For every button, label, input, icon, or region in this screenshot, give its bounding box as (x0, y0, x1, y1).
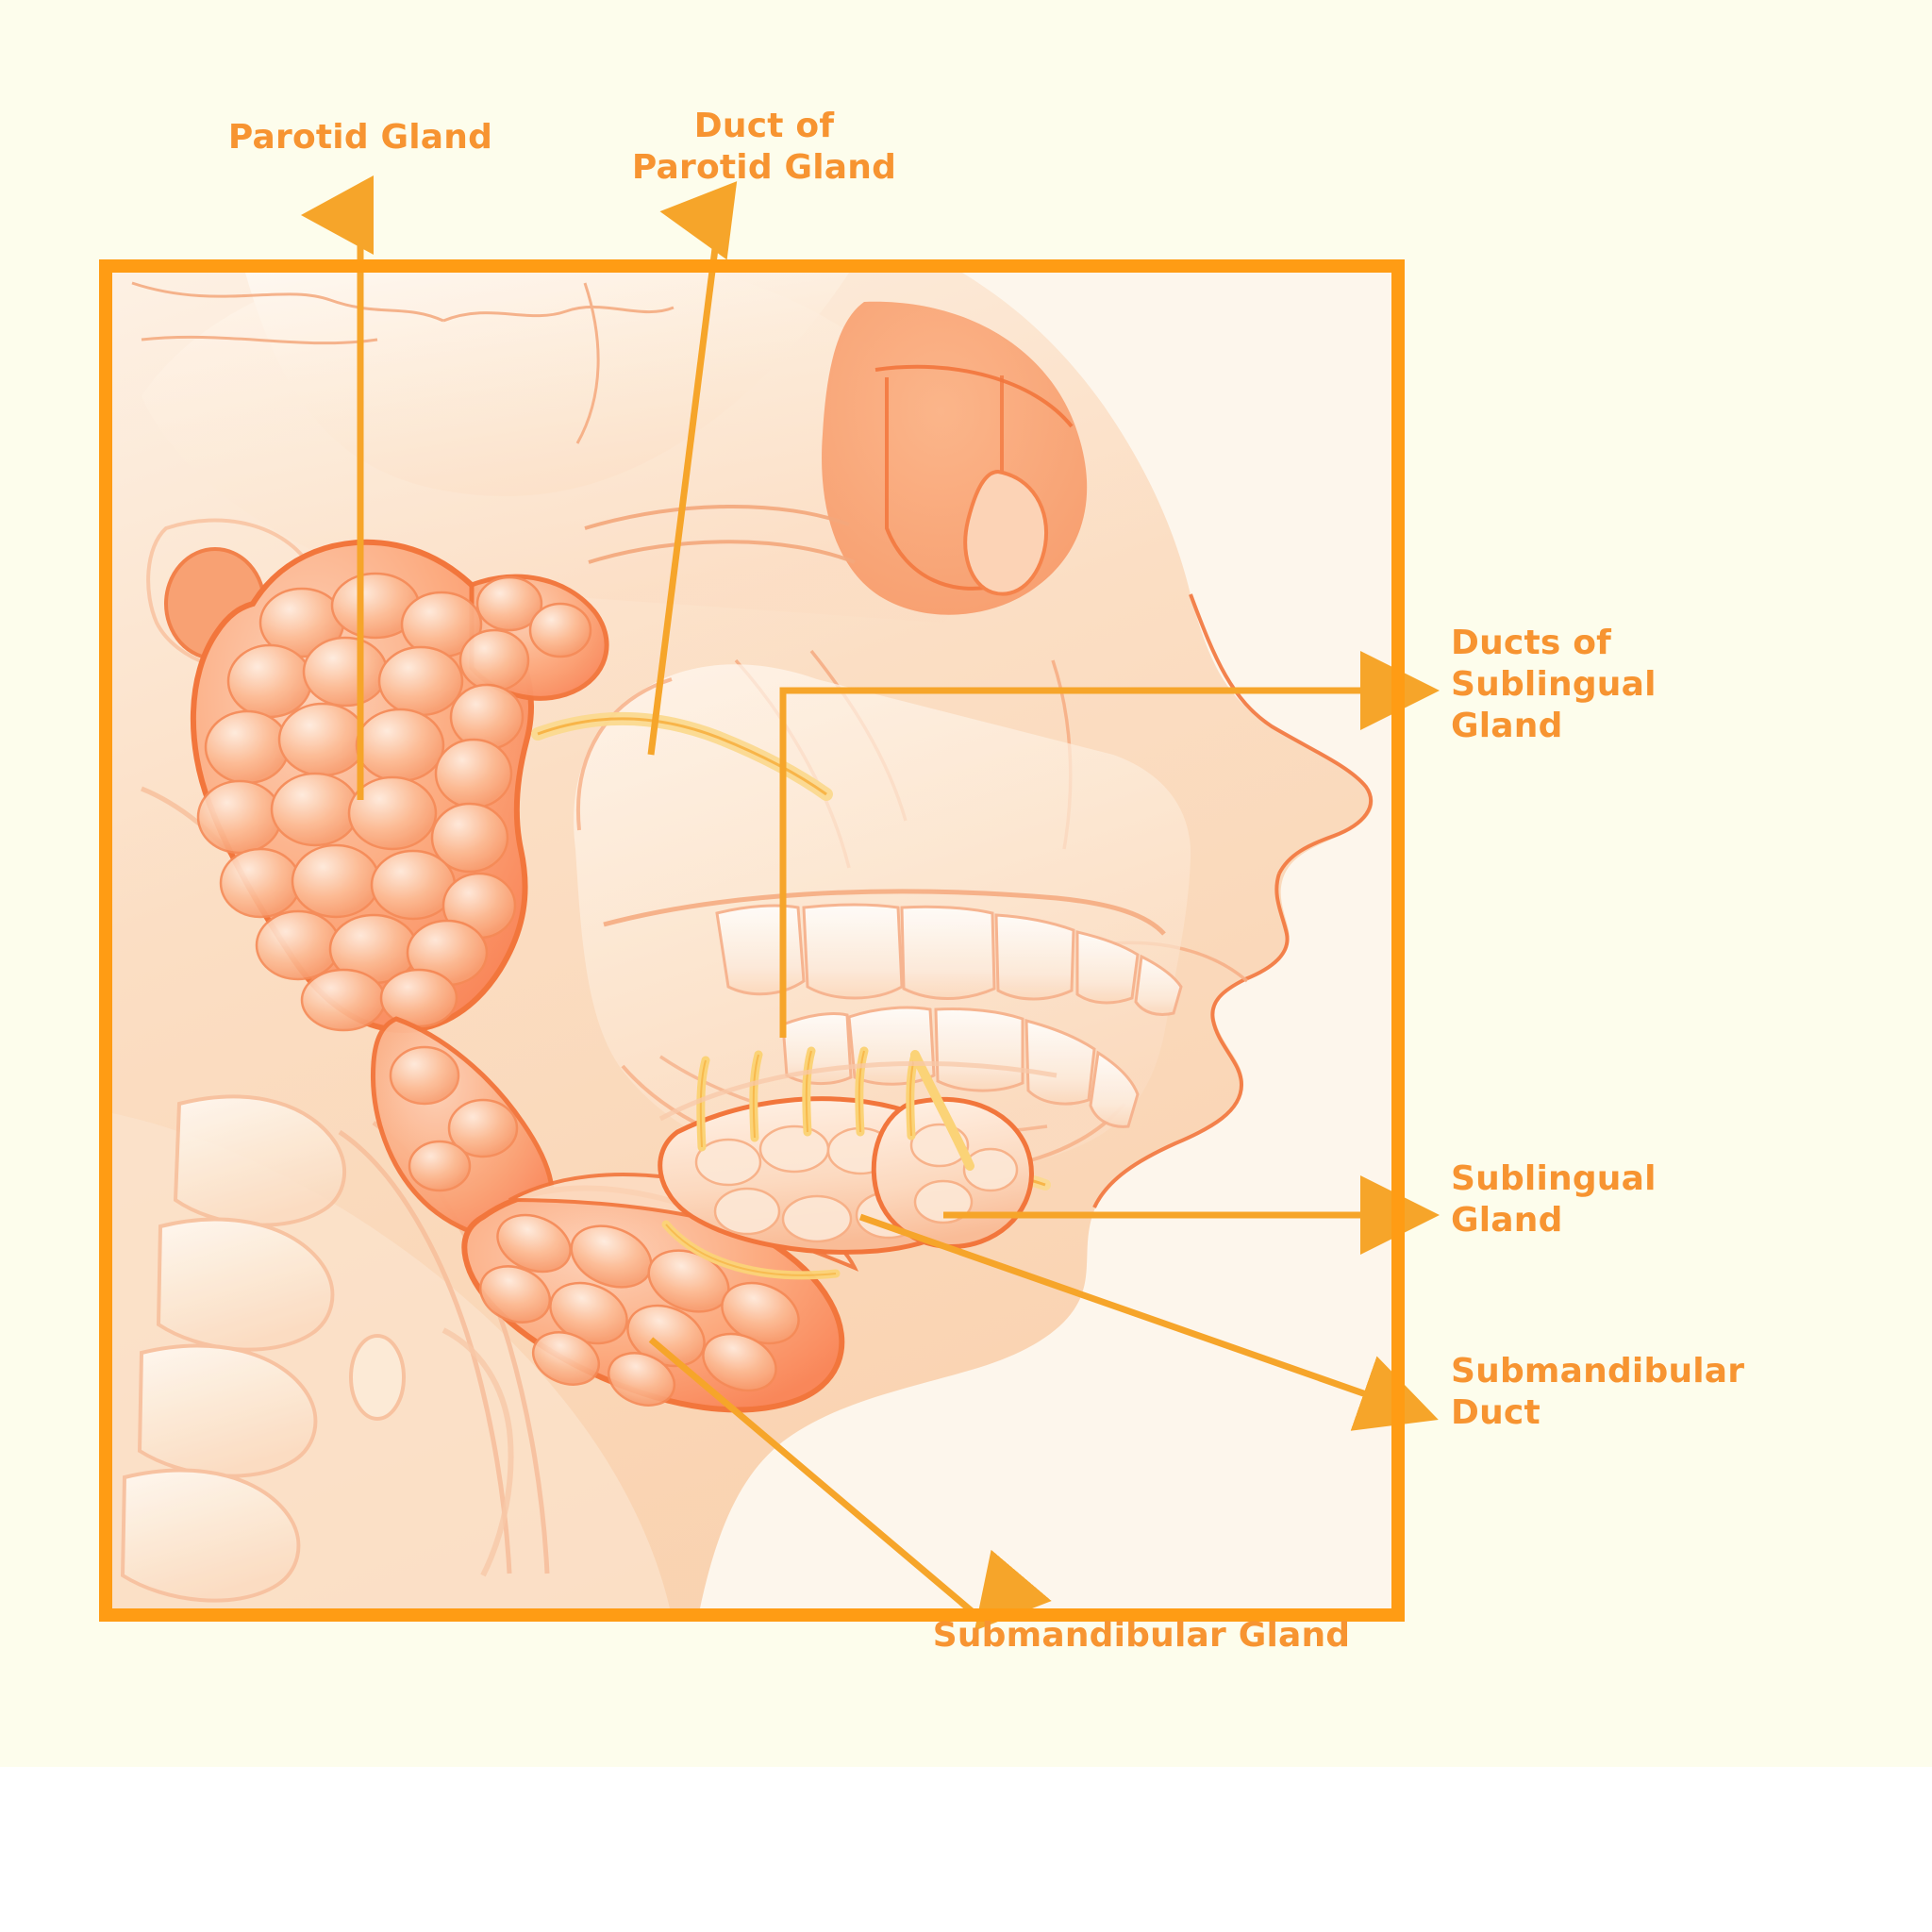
chin-profile (1092, 1084, 1243, 1208)
nose-profile (1189, 593, 1373, 874)
mandible-ramus-outline (576, 677, 673, 831)
cranial-sutures (131, 281, 675, 444)
hyoid-bone (349, 1334, 406, 1421)
submandibular-gland-superficial (508, 1173, 859, 1272)
sublingual-main-duct (910, 1050, 974, 1171)
parotid-lobules (196, 572, 592, 1032)
floor-of-mouth (658, 1060, 1058, 1122)
lower-teeth (781, 1006, 1140, 1128)
leader-sublingual-ducts (779, 651, 1440, 1038)
label-sublingual-gland: Sublingual Gland (1451, 1159, 1657, 1240)
zygomatic-arch (584, 505, 856, 564)
label-ducts-of-sublingual-gland: Ducts of Sublingual Gland (1451, 624, 1657, 745)
maxillary-alveolar-arch (603, 889, 1166, 936)
orbit-rim-superior (874, 364, 1074, 428)
figure-frame (99, 259, 1405, 1622)
label-submandibular-gland: Submandibular Gland (932, 1616, 1351, 1655)
skull-vault (142, 273, 979, 623)
lower-lip-profile (1210, 977, 1246, 1086)
leader-submandibular-duct (858, 1213, 1439, 1431)
cervical-vertebrae (120, 1094, 550, 1603)
label-submandibular-duct: Submandibular Duct (1451, 1352, 1745, 1432)
label-parotid-gland: Parotid Gland (227, 118, 493, 157)
airway-outline (441, 1327, 514, 1577)
leader-parotid-duct (647, 181, 738, 756)
parotid-duct-outline (537, 717, 827, 796)
label-duct-of-parotid-gland: Duct of Parotid Gland (631, 107, 897, 187)
submandibular-lobules (478, 1213, 800, 1407)
leader-submandibular-gland (648, 1337, 1052, 1631)
upper-lip-profile (1244, 873, 1290, 981)
nasal-aperture (963, 469, 1048, 596)
